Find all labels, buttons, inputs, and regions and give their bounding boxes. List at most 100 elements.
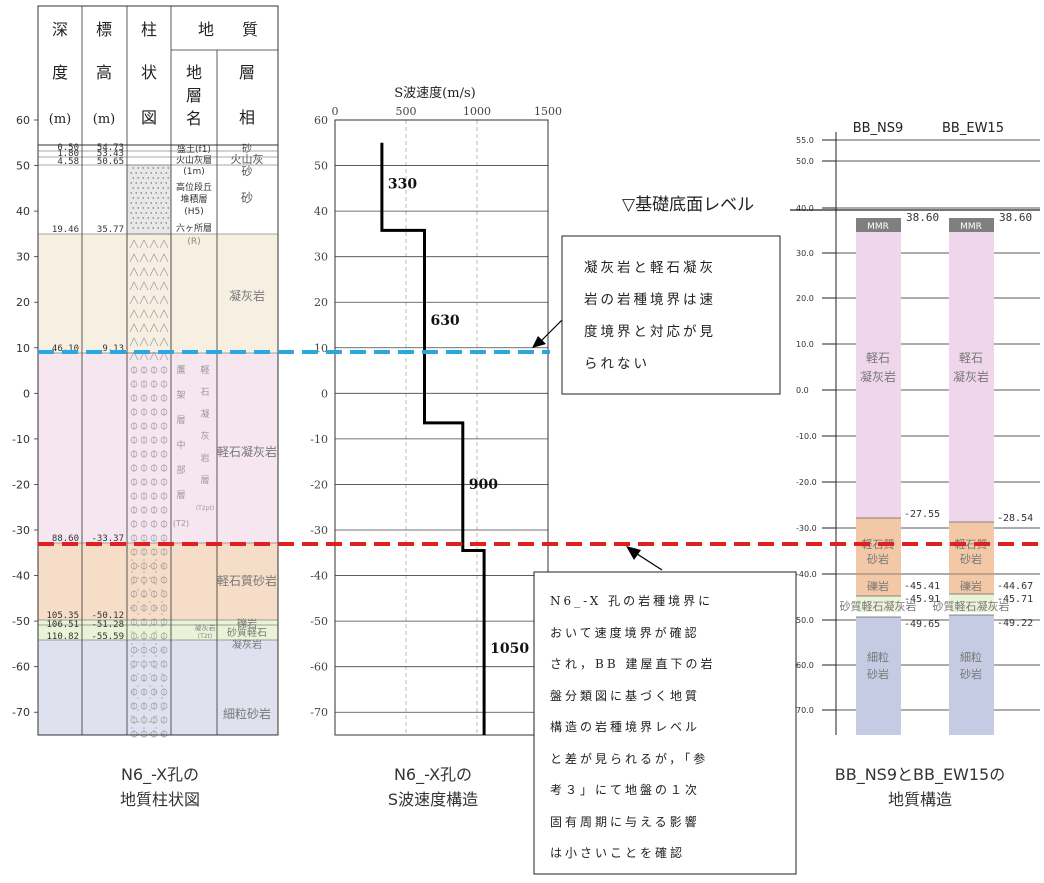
sand-dot — [155, 607, 157, 609]
hatch-mark — [139, 323, 149, 333]
ns9-mmr — [856, 218, 901, 232]
fname-20: 層 — [200, 475, 209, 486]
facies-7: 礫岩 — [237, 617, 257, 630]
strat-y-tick: 0 — [23, 387, 30, 400]
fname-12: 部 — [176, 464, 185, 476]
bb-y-tick: 30.0 — [796, 249, 814, 258]
sand-dot — [155, 182, 157, 184]
bb-y-tick: 10.0 — [796, 340, 814, 349]
sand-dot — [137, 613, 139, 615]
sand-dot — [137, 709, 139, 711]
ns9-conglomerate — [856, 574, 901, 596]
sand-dot — [160, 172, 162, 174]
ew15-pt-label-2: 凝灰岩 — [953, 369, 989, 384]
sand-dot — [143, 691, 145, 693]
hdr-geo-2: 質 — [242, 20, 258, 39]
bb-y-tick: 40.0 — [796, 204, 814, 213]
sand-dot — [142, 227, 144, 229]
hdr-fname-2: 層 — [186, 86, 202, 105]
ew15-level-3: -49.22 — [997, 618, 1033, 629]
strat-depth-values: 0.50 1.80 4.58 19.46 46.10 88.60 105.35 … — [46, 143, 124, 642]
strat-y-tick: 30 — [16, 251, 30, 264]
sand-dot — [160, 192, 162, 194]
sand-dot — [132, 177, 134, 179]
lower-callout-text: N6_-X 孔の岩種境界に おいて速度境界が確認 され，BB 建屋直下の岩 盤分… — [550, 593, 713, 860]
sand-dot — [165, 202, 167, 204]
strat-y-tick: 20 — [16, 296, 30, 309]
y-tick-label: -70 — [310, 706, 328, 719]
ns9-pumice-tuff — [856, 232, 901, 518]
sand-dot — [167, 207, 169, 209]
sand-dot — [143, 715, 145, 717]
y-tick-label: 20 — [314, 296, 328, 309]
hdr-facies-1: 層 — [239, 63, 255, 82]
sand-dot — [157, 197, 159, 199]
sand-dot — [137, 637, 139, 639]
sand-dot — [161, 661, 163, 663]
sand-dot — [131, 667, 133, 669]
fname-1: 火山灰層 — [176, 154, 212, 166]
sand-dot — [147, 177, 149, 179]
y-tick-label: -50 — [310, 615, 328, 628]
facies-9: 凝灰岩 — [232, 638, 262, 651]
sand-dot — [161, 649, 163, 651]
sand-dot — [143, 727, 145, 729]
lower-line-7: 固有周期に与える影響 — [550, 814, 700, 829]
strat-y-tick: -30 — [12, 524, 30, 537]
sand-dot — [135, 172, 137, 174]
elev-8: -55.59 — [91, 632, 124, 642]
fname-13: 層 — [176, 490, 185, 501]
x-tick-label: 1500 — [534, 105, 562, 118]
hdr-geo-1: 地 — [198, 20, 214, 39]
strat-caption: N6_-X孔の 地質柱状図 — [120, 765, 200, 809]
velocity-label: 1050 — [490, 641, 529, 657]
sand-dot — [132, 197, 134, 199]
sand-dot — [152, 167, 154, 169]
bb-y-tick: -30.0 — [796, 524, 817, 533]
sand-dot — [137, 177, 139, 179]
hatch-mark — [149, 295, 159, 305]
ew15-sandy-pumice — [949, 594, 994, 612]
bb-y-tick: 70.0 — [796, 706, 814, 715]
sand-dot — [131, 631, 133, 633]
sand-dot — [161, 565, 163, 567]
sand-dot — [167, 227, 169, 229]
sand-dot — [155, 667, 157, 669]
y-tick-label: 30 — [314, 251, 328, 264]
strat-y-tick: -10 — [12, 433, 30, 446]
chart-caption-2: S波速度構造 — [388, 790, 478, 809]
ew15-level-0: -28.54 — [997, 513, 1033, 524]
sand-dot — [143, 703, 145, 705]
hdr-elev-1: 標 — [96, 20, 112, 39]
hatch-mark — [149, 351, 159, 361]
sand-dot — [137, 227, 139, 229]
hatch-mark — [129, 239, 139, 249]
sand-dot — [135, 182, 137, 184]
sand-dot — [143, 583, 145, 585]
y-tick-label: 50 — [314, 160, 328, 173]
y-tick-label: 60 — [314, 114, 328, 127]
lower-line-0: N6_-X 孔の岩種境界に — [550, 593, 713, 608]
sand-dot — [155, 212, 157, 214]
hdr-fname-1: 地 — [186, 63, 202, 82]
sand-dot — [137, 577, 139, 579]
ns9-fs-label-2: 砂岩 — [867, 667, 889, 681]
foundation-level-label: ▽基礎底面レベル — [622, 195, 754, 215]
sand-dot — [162, 207, 164, 209]
depth-4: 46.10 — [52, 344, 79, 354]
ns9-level-1: -45.41 — [904, 581, 940, 592]
sand-dot — [150, 212, 152, 214]
sand-dot — [161, 613, 163, 615]
strat-y-tick: -50 — [12, 615, 30, 628]
sand-dot — [140, 212, 142, 214]
sand-dot — [132, 187, 134, 189]
ew15-mmr — [949, 218, 994, 232]
sand-dot — [140, 192, 142, 194]
strat-y-tick: -60 — [12, 661, 30, 674]
lower-line-1: おいて速度境界が確認 — [550, 625, 700, 640]
hdr-facies-2: 相 — [239, 108, 255, 127]
ew15-fine-sandstone — [949, 615, 994, 735]
bb-y-tick: 55.0 — [796, 136, 814, 145]
